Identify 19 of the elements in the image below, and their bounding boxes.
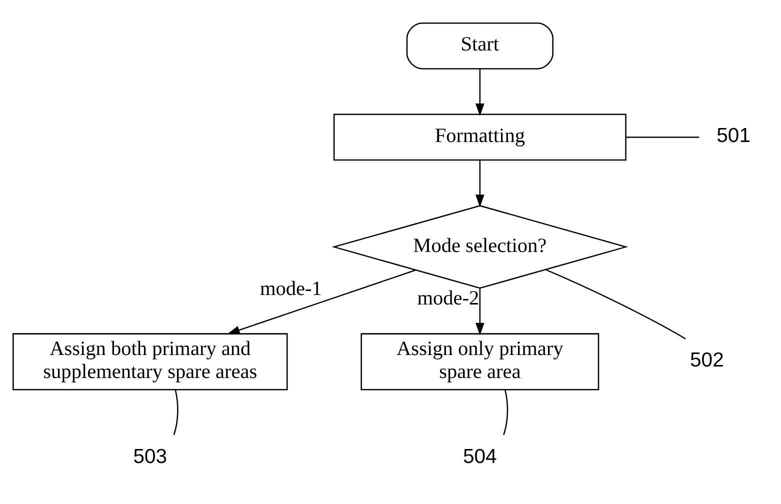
node-box: Assign only primary spare area: [360, 333, 600, 390]
node-text: 503: [133, 446, 168, 468]
arrow: [227, 270, 416, 334]
node-box: Assign both primary and supplementary spare areas: [12, 333, 288, 390]
node-text: 504: [462, 446, 497, 468]
node-text: 501: [716, 125, 750, 148]
edge-label: mode-1: [260, 278, 322, 300]
connector: [503, 389, 508, 436]
node-box: Start: [406, 22, 554, 70]
connector: [546, 269, 686, 340]
node-diamond: Mode selection?: [332, 205, 628, 289]
node-box: Formatting: [333, 114, 626, 161]
connector: [626, 136, 700, 138]
arrow: [475, 160, 484, 208]
node-text: 502: [690, 350, 724, 372]
arrow: [475, 288, 484, 336]
arrow: [475, 69, 484, 116]
edge-label: mode-2: [417, 287, 480, 310]
connector: [173, 389, 178, 436]
